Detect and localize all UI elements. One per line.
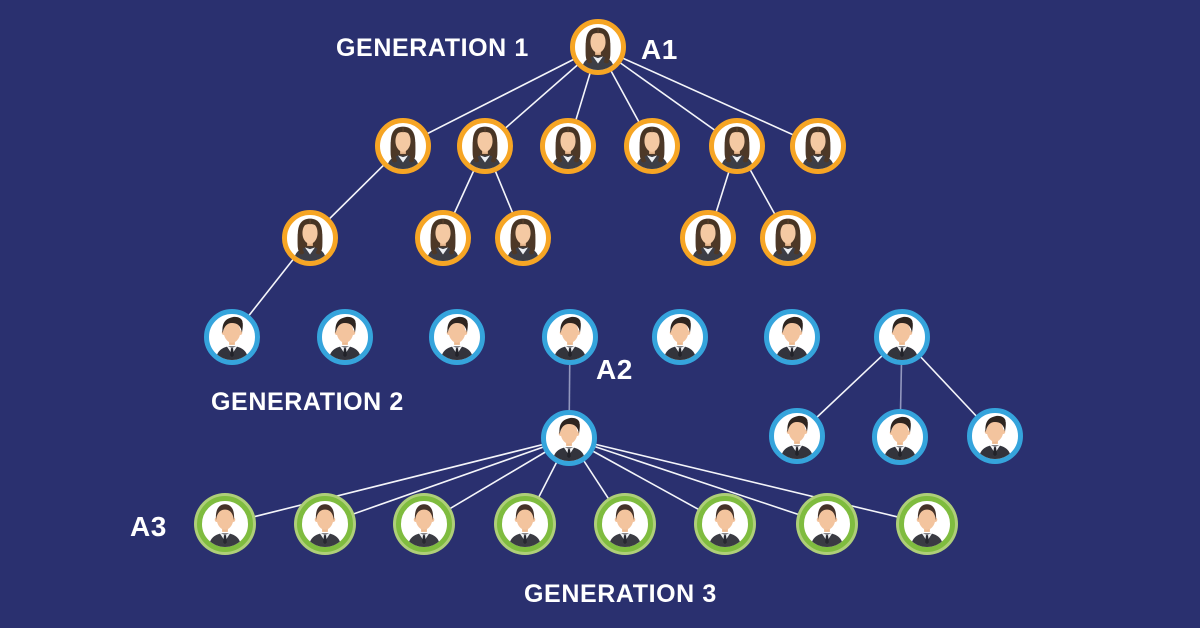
edge-a2-g3-2 xyxy=(324,437,570,525)
person-node-g2s-2 xyxy=(872,409,928,465)
a3-label: A3 xyxy=(130,511,167,542)
person-node-g3-4 xyxy=(497,496,553,552)
person-node-g1-4 xyxy=(624,118,680,174)
person-node-g2-3 xyxy=(429,309,485,365)
person-node-g2-2 xyxy=(317,309,373,365)
person-node-g1b-4 xyxy=(680,210,736,266)
person-node-g2s-1 xyxy=(769,408,825,464)
woman-avatar-icon xyxy=(380,123,426,169)
woman-avatar-icon xyxy=(500,215,546,261)
man-avatar-icon xyxy=(322,314,368,360)
edge-a2-g3-7 xyxy=(568,437,828,525)
woman-avatar-icon xyxy=(287,215,333,261)
man-avatar-icon xyxy=(774,413,820,459)
person-node-g3-1 xyxy=(197,496,253,552)
man-avatar-icon xyxy=(434,314,480,360)
a2-label: A2 xyxy=(596,354,633,385)
person-node-a1 xyxy=(570,19,626,75)
person-node-g3-5 xyxy=(597,496,653,552)
edge-a2-g3-8 xyxy=(568,437,928,525)
person-node-g3-7 xyxy=(799,496,855,552)
person-node-g2-7 xyxy=(874,309,930,365)
person-node-g2-4 xyxy=(542,309,598,365)
a1-label: A1 xyxy=(641,34,678,65)
man-avatar-icon xyxy=(879,314,925,360)
woman-avatar-icon xyxy=(629,123,675,169)
person-node-g1-3 xyxy=(540,118,596,174)
man-avatar-icon xyxy=(546,415,592,461)
generation-2-label: GENERATION 2 xyxy=(211,388,404,416)
man2-avatar-icon xyxy=(302,501,348,547)
man2-avatar-icon xyxy=(602,501,648,547)
person-node-g2-6 xyxy=(764,309,820,365)
man-avatar-icon xyxy=(209,314,255,360)
person-node-g3-6 xyxy=(697,496,753,552)
woman-avatar-icon xyxy=(714,123,760,169)
edge-a1-g1-6 xyxy=(597,46,819,147)
man2-avatar-icon xyxy=(904,501,950,547)
man2-avatar-icon xyxy=(401,501,447,547)
person-node-g1b-2 xyxy=(415,210,471,266)
person-node-g3-2 xyxy=(297,496,353,552)
person-node-g2-1 xyxy=(204,309,260,365)
person-node-g1-2 xyxy=(457,118,513,174)
edge-a2-g3-6 xyxy=(568,437,726,525)
generation-3-label: GENERATION 3 xyxy=(524,580,717,608)
person-node-g1-6 xyxy=(790,118,846,174)
person-node-g1-1 xyxy=(375,118,431,174)
generation-1-label: GENERATION 1 xyxy=(336,34,529,62)
person-node-g1-5 xyxy=(709,118,765,174)
woman-avatar-icon xyxy=(575,24,621,70)
woman-avatar-icon xyxy=(420,215,466,261)
woman-avatar-icon xyxy=(765,215,811,261)
man2-avatar-icon xyxy=(502,501,548,547)
man-avatar-icon xyxy=(972,413,1018,459)
person-node-g1b-1 xyxy=(282,210,338,266)
man2-avatar-icon xyxy=(702,501,748,547)
person-node-g1b-5 xyxy=(760,210,816,266)
edge-a1-g1-1 xyxy=(402,46,599,147)
person-node-g3-8 xyxy=(899,496,955,552)
woman-avatar-icon xyxy=(462,123,508,169)
man2-avatar-icon xyxy=(804,501,850,547)
person-node-g2-5 xyxy=(652,309,708,365)
man-avatar-icon xyxy=(877,414,923,460)
woman-avatar-icon xyxy=(795,123,841,169)
woman-avatar-icon xyxy=(545,123,591,169)
man-avatar-icon xyxy=(547,314,593,360)
edge-a2-g3-1 xyxy=(224,437,570,525)
person-node-g1b-3 xyxy=(495,210,551,266)
person-node-g3-3 xyxy=(396,496,452,552)
person-node-a2 xyxy=(541,410,597,466)
woman-avatar-icon xyxy=(685,215,731,261)
person-node-g2s-3 xyxy=(967,408,1023,464)
man-avatar-icon xyxy=(769,314,815,360)
man-avatar-icon xyxy=(657,314,703,360)
man2-avatar-icon xyxy=(202,501,248,547)
